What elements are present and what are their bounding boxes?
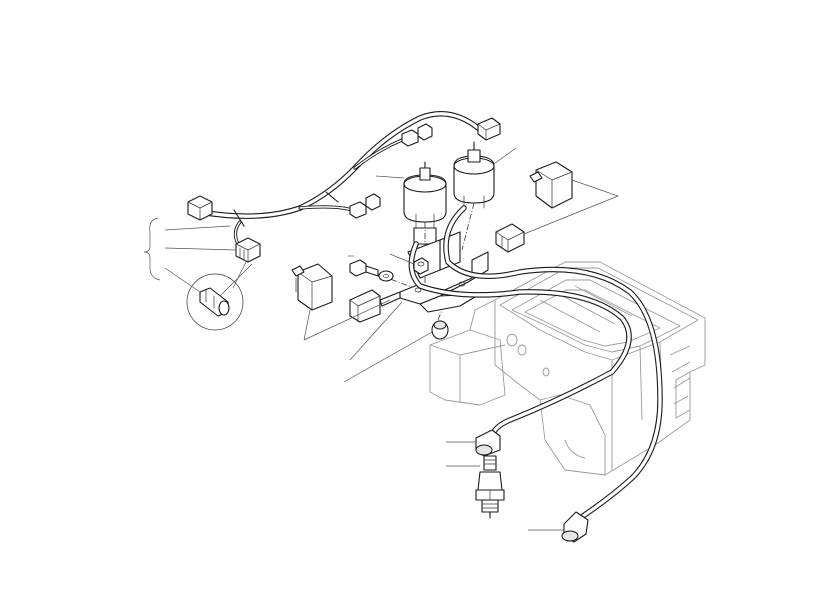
connector-cover-right: [529, 161, 573, 209]
nut: [413, 257, 429, 275]
rubber-grommet: [431, 320, 449, 340]
harness-connectors: [187, 117, 501, 263]
spark-plug-cap-right: [561, 511, 589, 543]
leader-lines: [303, 147, 619, 531]
harness-clip-detail: [186, 273, 244, 331]
connector-top-right: [477, 117, 501, 141]
connector-lower: [235, 237, 261, 263]
air-filter-housing: [429, 261, 706, 476]
ignition-coil-right: [453, 141, 495, 209]
high-tension-lead-left: [408, 241, 632, 439]
connector-left: [187, 195, 213, 221]
rubber-cap: [349, 289, 381, 323]
connector-mid-pair: [349, 193, 381, 219]
high-tension-lead-right: [443, 205, 663, 521]
harness-callout-group: [143, 217, 253, 297]
ignition-coil-left: [403, 161, 447, 245]
spark-plug: [475, 455, 505, 519]
connector-cover-left: [291, 263, 333, 311]
wiring-harness: [197, 111, 481, 246]
spark-plug-cap-left: [475, 429, 501, 457]
connector-top-pair: [401, 123, 433, 147]
small-connector-cover: [495, 223, 525, 253]
washer: [378, 270, 394, 282]
bolt: [349, 259, 379, 277]
